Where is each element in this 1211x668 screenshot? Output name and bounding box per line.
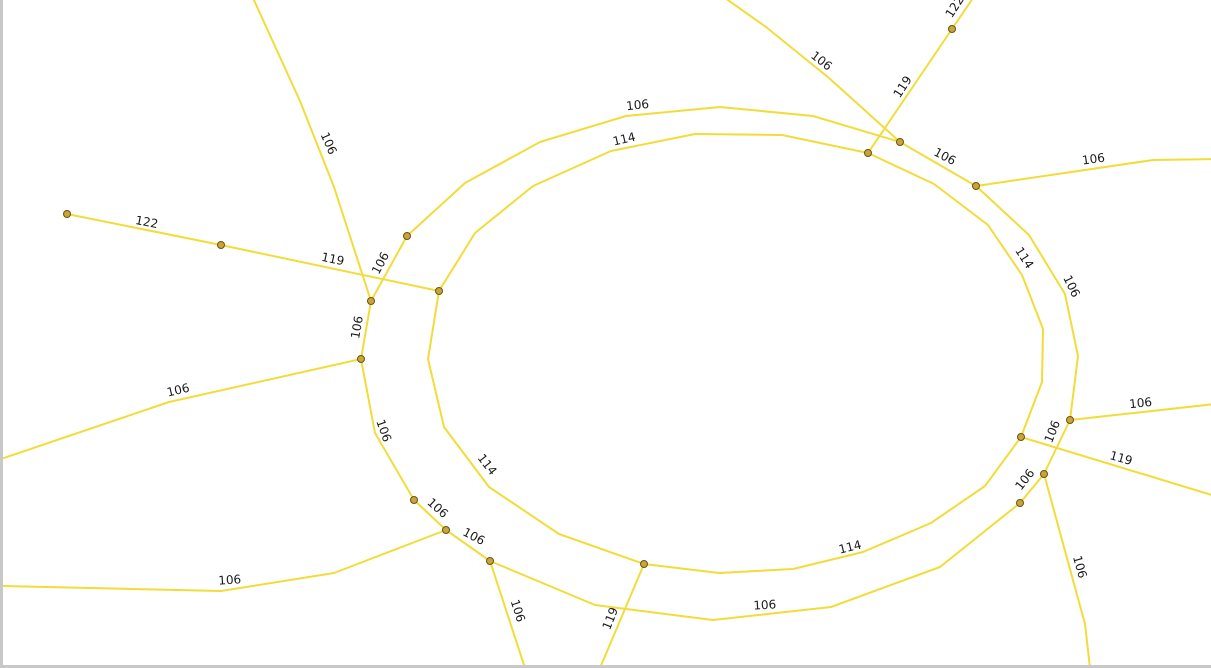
road-label: 119	[891, 73, 915, 100]
junction-node[interactable]	[217, 241, 225, 249]
junction-node[interactable]	[442, 526, 450, 534]
junction-node[interactable]	[367, 297, 375, 305]
junction-node[interactable]	[640, 560, 648, 568]
roads-layer	[3, 0, 1211, 665]
road-spur-se[interactable]	[1043, 473, 1091, 665]
junction-node[interactable]	[1040, 470, 1048, 478]
road-spur-east-119[interactable]	[1020, 436, 1211, 496]
road-label: 106	[218, 572, 242, 588]
road-label: 114	[837, 538, 863, 557]
road-label: 106	[460, 525, 487, 548]
road-label: 114	[611, 130, 636, 149]
road-label: 122	[943, 0, 967, 20]
road-spur-west[interactable]	[3, 358, 362, 460]
road-spur-west-119[interactable]	[220, 244, 440, 292]
road-spur-west-122[interactable]	[66, 213, 222, 246]
road-label: 119	[320, 250, 345, 268]
road-label: 106	[369, 250, 392, 277]
road-label: 106	[1128, 395, 1152, 411]
road-outer-ring[interactable]	[360, 106, 1079, 621]
junction-node[interactable]	[486, 557, 494, 565]
nodes-layer	[63, 25, 1074, 568]
road-spur-south[interactable]	[489, 560, 526, 665]
road-label: 106	[373, 417, 394, 443]
road-label: 106	[348, 315, 366, 340]
junction-node[interactable]	[948, 25, 956, 33]
road-label: 119	[1108, 448, 1134, 468]
junction-node[interactable]	[403, 232, 411, 240]
junction-node[interactable]	[63, 210, 71, 218]
junction-node[interactable]	[435, 287, 443, 295]
road-spur-east-upper[interactable]	[975, 158, 1211, 187]
road-label: 106	[1012, 466, 1037, 493]
junction-node[interactable]	[357, 355, 365, 363]
junction-node[interactable]	[410, 496, 418, 504]
road-label: 106	[808, 48, 835, 73]
road-network-map[interactable]: 106 106 122 119 106 114 106 106 114 106 …	[3, 0, 1211, 665]
road-label: 106	[424, 495, 450, 521]
junction-node[interactable]	[1066, 416, 1074, 424]
road-spur-ne-122[interactable]	[951, 0, 973, 30]
road-spur-nw[interactable]	[252, 0, 372, 302]
road-label: 106	[508, 598, 528, 624]
road-label: 106	[931, 145, 958, 168]
road-label: 106	[1070, 554, 1090, 580]
road-spur-east-mid[interactable]	[1069, 403, 1211, 421]
junction-node[interactable]	[896, 138, 904, 146]
junction-node[interactable]	[1016, 499, 1024, 507]
road-spur-south-119[interactable]	[600, 563, 645, 665]
road-label: 106	[625, 97, 649, 113]
road-spur-nne[interactable]	[725, 0, 901, 143]
road-inner-ring[interactable]	[427, 133, 1044, 574]
road-label: 122	[134, 213, 159, 231]
road-label: 106	[1060, 273, 1083, 300]
road-label: 106	[1081, 151, 1106, 168]
road-spur-sw[interactable]	[3, 529, 447, 592]
junction-node[interactable]	[972, 182, 980, 190]
junction-node[interactable]	[864, 149, 872, 157]
road-label: 106	[165, 381, 190, 400]
junction-node[interactable]	[1017, 433, 1025, 441]
road-spur-ne-119[interactable]	[867, 28, 953, 154]
road-label: 106	[753, 597, 777, 612]
labels-layer: 106 106 122 119 106 114 106 106 114 106 …	[134, 0, 1153, 632]
